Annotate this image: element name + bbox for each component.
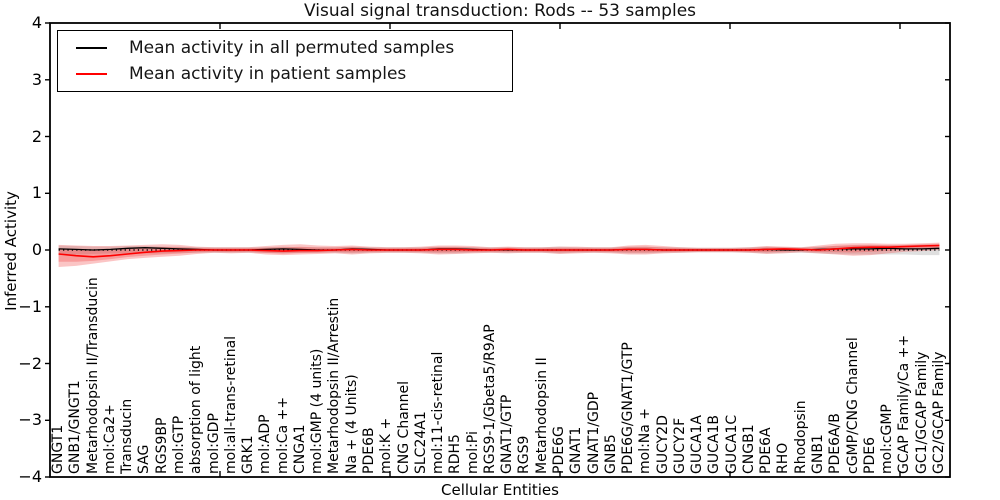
y-tick-label: −1	[18, 296, 42, 316]
x-category-label: GC1/GCAP Family	[913, 351, 930, 474]
x-category-label: PDE6G	[550, 426, 567, 474]
x-category-label: Rhodopsin	[792, 400, 809, 474]
x-category-label: GNAT1	[568, 426, 585, 474]
y-tick-label: −4	[18, 467, 42, 486]
x-category-label: PDE6A	[758, 427, 775, 474]
legend-item-patient: Mean activity in patient samples	[76, 61, 512, 87]
x-category-label: Na + (4 Units)	[343, 374, 360, 474]
x-category-label: GCAP Family/Ca ++	[896, 334, 913, 474]
x-category-label: PDE6G/GNAT1/GTP	[620, 342, 637, 474]
y-tick-label: 4	[31, 13, 42, 32]
x-category-label: mol:Na +	[637, 407, 654, 474]
x-category-label: GRK1	[240, 435, 257, 474]
y-tick-label: 3	[31, 69, 42, 89]
legend-line-permuted-icon	[76, 47, 107, 49]
x-category-label: Metarhodopsin II/Arrestin	[326, 297, 343, 474]
x-category-label: SLC24A1	[412, 411, 429, 474]
x-category-label: RGS9BP	[153, 417, 170, 474]
x-category-label: GNGT1	[50, 424, 67, 474]
x-category-label: GUCY2F	[671, 417, 688, 474]
x-category-label: PDE6A/B	[827, 413, 844, 474]
x-category-label: mol:Ca ++	[274, 396, 291, 474]
x-category-label: GUCA1C	[723, 414, 740, 474]
x-category-label: SAG	[136, 444, 153, 474]
x-category-label: GNB1/GNGT1	[67, 380, 84, 474]
x-category-label: mol:all-trans-retinal	[222, 335, 239, 474]
x-category-label: mol:GDP	[205, 413, 222, 474]
legend-item-permuted: Mean activity in all permuted samples	[76, 35, 512, 61]
x-category-label: PDE6B	[361, 427, 377, 474]
x-category-label: absorption of light	[188, 345, 205, 474]
legend: Mean activity in all permuted samples Me…	[57, 30, 513, 92]
x-category-label: GUCA1A	[689, 415, 706, 474]
patient-band-inner	[58, 243, 940, 262]
legend-line-patient-icon	[76, 73, 107, 75]
x-category-label: mol:K +	[378, 417, 395, 474]
x-category-label: mol:Ca2+	[101, 404, 118, 474]
chart-title: Visual signal transduction: Rods -- 53 s…	[303, 1, 697, 21]
x-category-label: mol:11-cis-retinal	[430, 351, 447, 474]
y-tick-label: 0	[31, 240, 42, 259]
x-category-label: cGMP/CNG Channel	[844, 337, 861, 474]
x-category-label: PDE6	[861, 437, 878, 474]
x-category-label: GUCA1B	[706, 415, 723, 474]
x-category-label: RHO	[775, 442, 792, 474]
x-category-label: GNAT1/GTP	[499, 394, 516, 474]
legend-label-permuted: Mean activity in all permuted samples	[129, 38, 455, 58]
y-tick-label: −3	[18, 410, 42, 430]
x-category-label: RDH5	[447, 434, 464, 474]
x-category-label: Metarhodopsin II/Transducin	[84, 277, 101, 474]
x-category-label: RGS9-1/Gbeta5/R9AP	[481, 324, 498, 474]
x-category-label: mol:cGMP	[879, 404, 896, 474]
patient-band-outer	[58, 242, 940, 267]
x-category-label: CNG Channel	[395, 380, 412, 474]
x-category-label: CNGB1	[740, 424, 757, 474]
x-axis-title: Cellular Entities	[441, 481, 559, 499]
x-category-label: RGS9	[516, 435, 533, 474]
y-tick-label: −2	[18, 353, 42, 373]
x-category-label: GNB1	[810, 434, 826, 474]
x-category-label: Metarhodopsin II	[533, 357, 550, 474]
x-category-label: mol:ADP	[257, 414, 274, 474]
patient-mean-line	[58, 244, 940, 258]
x-category-label: GNB5	[602, 434, 619, 474]
x-category-label: Transducin	[119, 398, 136, 474]
legend-label-patient: Mean activity in patient samples	[129, 64, 407, 84]
x-category-label: CNGA1	[291, 424, 308, 474]
x-category-label: GC2/GCAP Family	[930, 351, 947, 474]
x-category-label: mol:GTP	[171, 415, 188, 474]
y-tick-label: 2	[31, 126, 42, 146]
y-tick-label: 1	[31, 183, 42, 203]
x-category-label: mol:GMP (4 units)	[309, 348, 326, 474]
x-category-label: mol:Pi	[464, 431, 481, 474]
x-category-label: GUCY2D	[654, 415, 671, 474]
x-category-label: GNAT1/GDP	[585, 391, 602, 474]
